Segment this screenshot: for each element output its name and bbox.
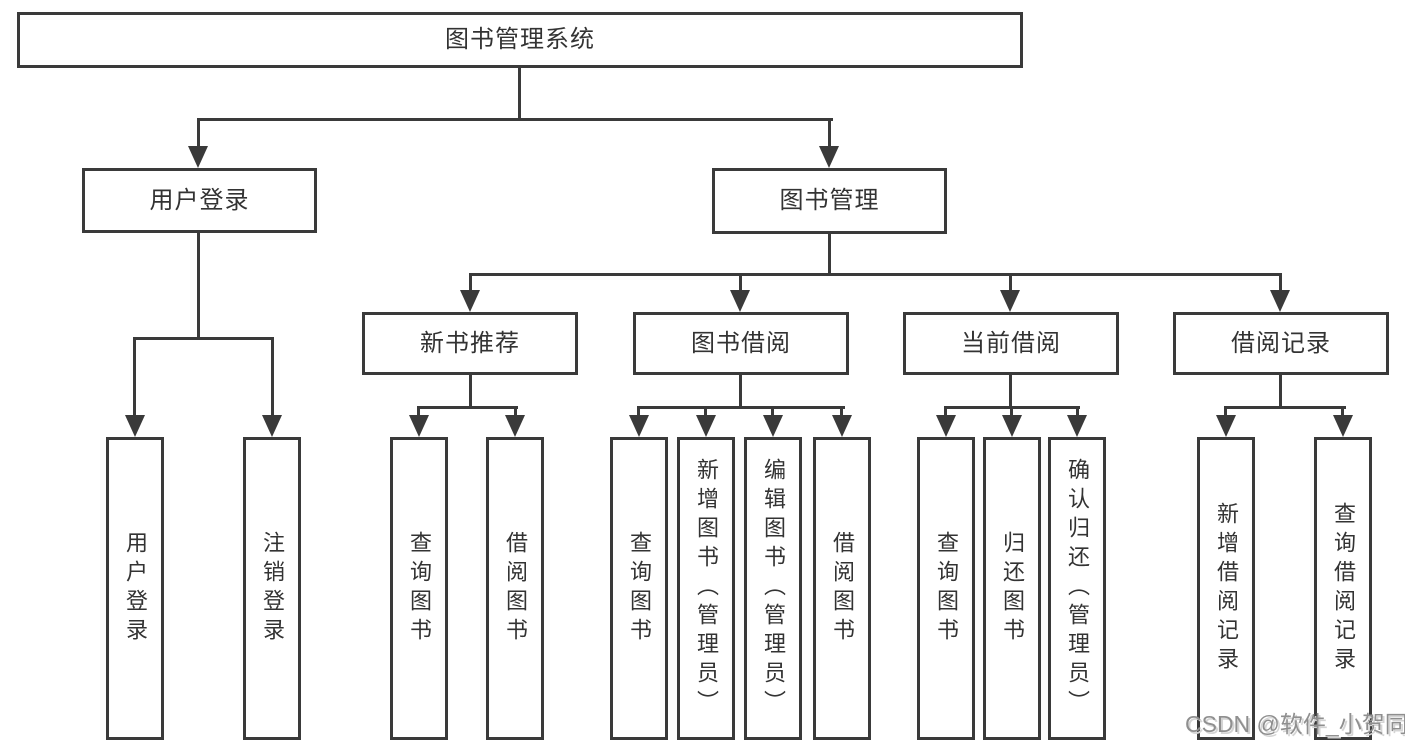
arrowhead-borrow-records (1270, 290, 1290, 312)
arrowhead-leaf (629, 415, 649, 437)
connector-current-borrow-stem (1009, 375, 1012, 406)
arrowhead-leaf (1067, 415, 1087, 437)
connector-book-borrow-rail (637, 406, 845, 409)
node-new-books: 新书推荐 (362, 312, 578, 375)
leaf-logout: 注销登录 (243, 437, 301, 740)
connector-borrow-records-stem (1279, 375, 1282, 406)
leaf-user-login: 用户登录 (106, 437, 164, 740)
connector-leaf (514, 406, 517, 415)
connector-to-leaf-login (133, 337, 136, 415)
leaf-confirm-return-admin: 确认归还（管理员） (1048, 437, 1106, 740)
connector-leaf (1010, 406, 1013, 415)
connector-user-login-stem (197, 233, 200, 337)
leaf-label: 借阅图书 (830, 530, 855, 647)
node-borrow-records-label: 借阅记录 (1231, 329, 1331, 357)
leaf-label: 借阅图书 (503, 530, 528, 647)
arrowhead-leaf-logout (262, 415, 282, 437)
leaf-query-books-1: 查询图书 (390, 437, 448, 740)
connector-to-book-mgmt (828, 118, 831, 146)
node-book-mgmt: 图书管理 (712, 168, 947, 234)
connector-user-login-rail (133, 337, 274, 340)
connector-leaf (944, 406, 947, 415)
leaf-query-books-3: 查询图书 (917, 437, 975, 740)
leaf-label: 查询图书 (934, 530, 959, 647)
connector-to-new-books (469, 273, 472, 290)
leaf-label: 编辑图书（管理员） (761, 458, 786, 719)
connector-to-borrow-records (1279, 273, 1282, 290)
connector-leaf (1224, 406, 1227, 415)
leaf-borrow-books-2: 借阅图书 (813, 437, 871, 740)
arrowhead-leaf (505, 415, 525, 437)
connector-leaf (637, 406, 640, 415)
leaf-edit-books-admin: 编辑图书（管理员） (744, 437, 802, 740)
node-user-login: 用户登录 (82, 168, 317, 233)
arrowhead-leaf-login (125, 415, 145, 437)
connector-book-borrow-stem (739, 375, 742, 406)
leaf-label: 查询借阅记录 (1331, 501, 1356, 676)
arrowhead-leaf (832, 415, 852, 437)
arrowhead-user-login (188, 146, 208, 168)
node-current-borrow: 当前借阅 (903, 312, 1119, 375)
leaf-return-books: 归还图书 (983, 437, 1041, 740)
leaf-borrow-books-1: 借阅图书 (486, 437, 544, 740)
connector-leaf (417, 406, 420, 415)
arrowhead-leaf (1216, 415, 1236, 437)
arrowhead-leaf (1333, 415, 1353, 437)
connector-borrow-records-rail (1224, 406, 1346, 409)
connector-leaf (840, 406, 843, 415)
connector-leaf (771, 406, 774, 415)
connector-new-books-rail (417, 406, 518, 409)
connector-leaf (1076, 406, 1079, 415)
connector-book-mgmt-rail (469, 273, 1282, 276)
node-current-borrow-label: 当前借阅 (961, 329, 1061, 357)
node-root: 图书管理系统 (17, 12, 1023, 68)
connector-to-user-login (197, 118, 200, 146)
connector-to-current-borrow (1009, 273, 1012, 290)
leaf-label: 新增图书（管理员） (694, 458, 719, 719)
connector-level1-rail (197, 118, 833, 121)
leaf-query-borrow-record: 查询借阅记录 (1314, 437, 1372, 740)
arrowhead-leaf (763, 415, 783, 437)
arrowhead-leaf (696, 415, 716, 437)
leaf-label: 新增借阅记录 (1214, 501, 1239, 676)
connector-leaf (1341, 406, 1344, 415)
node-book-borrow-label: 图书借阅 (691, 329, 791, 357)
connector-to-book-borrow (739, 273, 742, 290)
leaf-label: 查询图书 (627, 530, 652, 647)
arrowhead-new-books (460, 290, 480, 312)
node-new-books-label: 新书推荐 (420, 329, 520, 357)
leaf-query-books-2: 查询图书 (610, 437, 668, 740)
node-book-mgmt-label: 图书管理 (779, 187, 880, 214)
connector-leaf (704, 406, 707, 415)
connector-new-books-stem (469, 375, 472, 406)
arrowhead-book-borrow (730, 290, 750, 312)
arrowhead-leaf (936, 415, 956, 437)
leaf-label: 查询图书 (407, 530, 432, 647)
leaf-add-books-admin: 新增图书（管理员） (677, 437, 735, 740)
connector-to-leaf-logout (271, 337, 274, 415)
arrowhead-book-mgmt (819, 146, 839, 168)
leaf-label: 注销登录 (260, 530, 285, 647)
node-user-login-label: 用户登录 (149, 186, 250, 214)
arrowhead-current-borrow (1000, 290, 1020, 312)
leaf-add-borrow-record: 新增借阅记录 (1197, 437, 1255, 740)
connector-book-mgmt-stem (828, 234, 831, 273)
leaf-label: 用户登录 (123, 530, 148, 647)
leaf-label: 确认归还（管理员） (1065, 458, 1090, 719)
leaf-label: 归还图书 (1000, 530, 1025, 647)
node-root-label: 图书管理系统 (445, 26, 595, 53)
node-borrow-records: 借阅记录 (1173, 312, 1389, 375)
csdn-watermark: CSDN @软件_小贺同学 (1185, 711, 1405, 737)
arrowhead-leaf (1002, 415, 1022, 437)
node-book-borrow: 图书借阅 (633, 312, 849, 375)
connector-root-stem (518, 68, 521, 118)
arrowhead-leaf (409, 415, 429, 437)
